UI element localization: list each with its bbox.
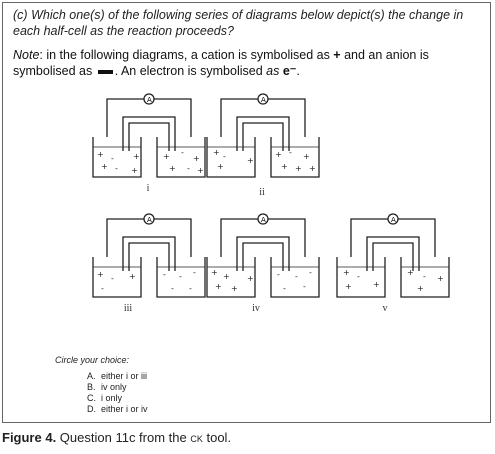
electrochemical-cell-ii: A +-+ ++- +++ + (206, 93, 320, 178)
svg-text:+: + (231, 284, 238, 293)
note-label: Note (13, 48, 40, 62)
anion-symbol (97, 69, 113, 74)
question-body: Which one(s) of the following series of … (13, 8, 464, 38)
cell-diagram-iv: A +++ ++- --- - (203, 209, 323, 301)
svg-text:+: + (193, 154, 200, 163)
svg-text:+: + (223, 272, 230, 281)
svg-text:-: - (101, 284, 104, 293)
svg-text:-: - (289, 148, 292, 157)
svg-text:+: + (417, 284, 424, 293)
electrochemical-cell-v: A +-+ ++- ++ (336, 213, 450, 298)
cell-diagram-v: A +-+ ++- ++ (333, 209, 453, 301)
choice-a[interactable]: A.either i or iii (87, 371, 148, 381)
svg-text:-: - (179, 272, 182, 281)
svg-text:+: + (197, 166, 204, 175)
diagram-numeral-iii: iii (123, 303, 133, 314)
svg-text:-: - (181, 148, 184, 157)
svg-text:+: + (309, 164, 316, 173)
svg-text:+: + (97, 150, 104, 159)
svg-text:A: A (261, 216, 266, 224)
svg-text:+: + (281, 162, 288, 171)
svg-text:-: - (223, 152, 226, 161)
figure-label: Figure 4. (2, 430, 57, 445)
note-text: Note: in the following diagrams, a catio… (13, 48, 429, 78)
svg-text:-: - (187, 164, 190, 173)
electrochemical-cell-iv: A +++ ++- --- - (206, 213, 320, 298)
choice-b[interactable]: B.iv only (87, 382, 127, 392)
svg-text:-: - (115, 164, 118, 173)
svg-text:+: + (345, 282, 352, 291)
svg-text:+: + (97, 270, 104, 279)
figure-caption: Figure 4. Question 11c from the ck tool. (2, 430, 232, 445)
electrochemical-cell-iii: A +-- +-- --- (92, 213, 206, 298)
svg-text:+: + (247, 274, 254, 283)
tool-name: ck (190, 430, 203, 445)
svg-text:+: + (133, 152, 140, 161)
svg-text:+: + (437, 274, 444, 283)
svg-text:+: + (101, 162, 108, 171)
svg-text:-: - (163, 270, 166, 279)
svg-text:+: + (247, 156, 254, 165)
svg-text:+: + (275, 150, 282, 159)
svg-text:+: + (129, 272, 136, 281)
electrochemical-cell-i: A +-+ -++ +-+ +-+ (92, 93, 206, 178)
svg-text:+: + (343, 268, 350, 277)
svg-text:+: + (163, 152, 170, 161)
svg-text:-: - (357, 272, 360, 281)
answer-choices: A.either i or iii B.iv only C.i only D.e… (87, 371, 148, 415)
svg-text:-: - (193, 268, 196, 277)
svg-text:-: - (295, 272, 298, 281)
svg-text:-: - (277, 270, 280, 279)
svg-text:-: - (189, 284, 192, 293)
svg-text:+: + (211, 268, 218, 277)
svg-text:-: - (111, 274, 114, 283)
svg-text:A: A (391, 216, 396, 224)
question-label: (c) (13, 8, 28, 22)
diagram-numeral-i: i (146, 183, 150, 194)
svg-text:+: + (169, 164, 176, 173)
cell-diagram-i: A +-+ -++ +-+ +-+ (89, 89, 209, 181)
svg-text:-: - (303, 282, 306, 291)
svg-text:+: + (295, 164, 302, 173)
svg-text:+: + (217, 162, 224, 171)
cell-diagram-ii: A +-+ ++- +++ + (203, 89, 323, 181)
svg-text:+: + (303, 152, 310, 161)
choice-d[interactable]: D.either i or iv (87, 404, 148, 414)
svg-text:A: A (147, 96, 152, 104)
cation-symbol: + (333, 48, 341, 62)
cell-diagram-iii: A +-- +-- --- (89, 209, 209, 301)
svg-text:+: + (213, 148, 220, 157)
diagram-numeral-ii: ii (259, 187, 265, 198)
svg-text:-: - (309, 268, 312, 277)
svg-text:-: - (111, 154, 114, 163)
choice-prompt: Circle your choice: (55, 355, 130, 365)
electron-symbol: e⁻ (282, 64, 297, 78)
svg-text:+: + (407, 268, 414, 277)
svg-text:-: - (283, 284, 286, 293)
diagram-numeral-iv: iv (252, 303, 260, 314)
question-frame: (c) Which one(s) of the following series… (2, 2, 491, 423)
choice-c[interactable]: C.i only (87, 393, 123, 403)
svg-text:A: A (147, 216, 152, 224)
svg-text:-: - (423, 272, 426, 281)
svg-text:+: + (215, 282, 222, 291)
svg-text:-: - (171, 284, 174, 293)
svg-text:+: + (131, 166, 138, 175)
question-text: (c) Which one(s) of the following series… (13, 7, 483, 39)
svg-text:A: A (261, 96, 266, 104)
svg-text:+: + (373, 280, 380, 289)
diagram-numeral-v: v (382, 303, 388, 314)
